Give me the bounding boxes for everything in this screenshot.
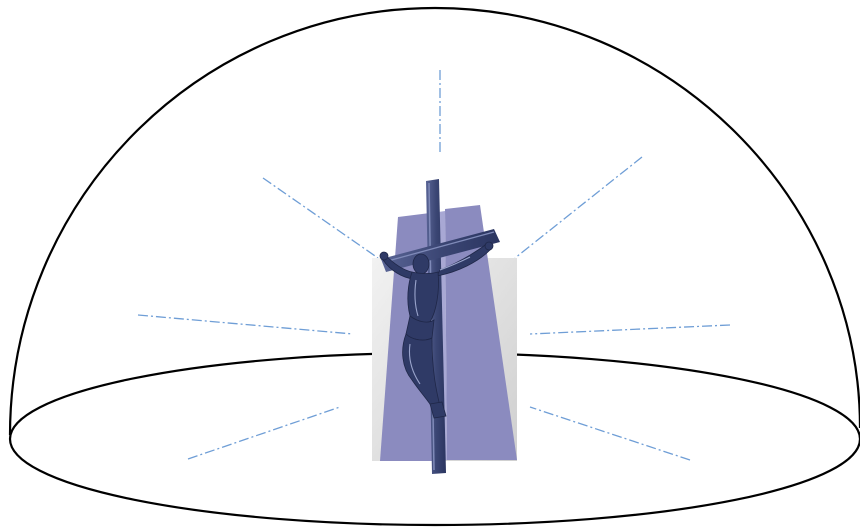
left-hand [380,252,388,260]
crucifix-icon [372,179,517,474]
head [413,254,429,274]
light-ray-icon [530,407,690,460]
right-hand [485,242,493,250]
light-ray-icon [515,157,642,258]
light-ray-icon [138,315,353,334]
light-ray-icon [263,178,378,258]
light-ray-icon [530,325,730,334]
light-ray-icon [188,407,340,459]
